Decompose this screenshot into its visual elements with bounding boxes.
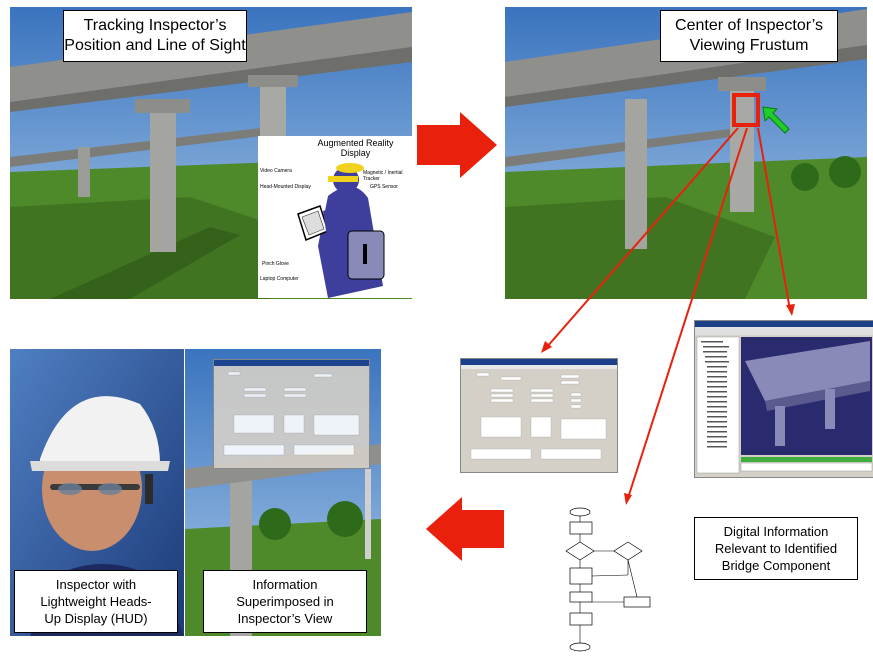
inspection-flowchart xyxy=(560,505,665,653)
label-gps: GPS Sensor xyxy=(370,184,398,190)
caption-tracking: Tracking Inspector’s Position and Line o… xyxy=(63,10,247,62)
green-pointer-arrow-icon xyxy=(762,106,790,134)
caption-digital: Digital Information Relevant to Identifi… xyxy=(694,517,858,580)
ar-display-inset: Augmented Reality Display Video Camera H… xyxy=(258,136,413,298)
inspector-figure-icon xyxy=(297,163,385,298)
caption-hud: Inspector with Lightweight Heads- Up Dis… xyxy=(14,570,178,633)
label-video-camera: Video Camera xyxy=(260,168,292,174)
inspection-form-screenshot xyxy=(460,358,618,473)
label-laptop: Laptop Computer xyxy=(260,276,299,282)
superimposed-form-overlay xyxy=(213,359,370,469)
frustum-target-box xyxy=(732,93,760,127)
label-pinch-glove: Pinch Glove xyxy=(262,261,289,267)
label-tracker: Magnetic / Inertial Tracker xyxy=(363,170,403,182)
ar-display-title: Augmented Reality Display xyxy=(317,138,394,158)
label-hmd: Head-Mounted Display xyxy=(260,184,311,190)
caption-superimposed: Information Superimposed in Inspector’s … xyxy=(203,570,367,633)
big-red-arrow-left-icon xyxy=(426,497,504,561)
big-red-arrow-right-icon xyxy=(417,112,497,178)
bridge-3d-model-screenshot xyxy=(694,320,873,478)
caption-frustum: Center of Inspector’s Viewing Frustum xyxy=(660,10,838,62)
